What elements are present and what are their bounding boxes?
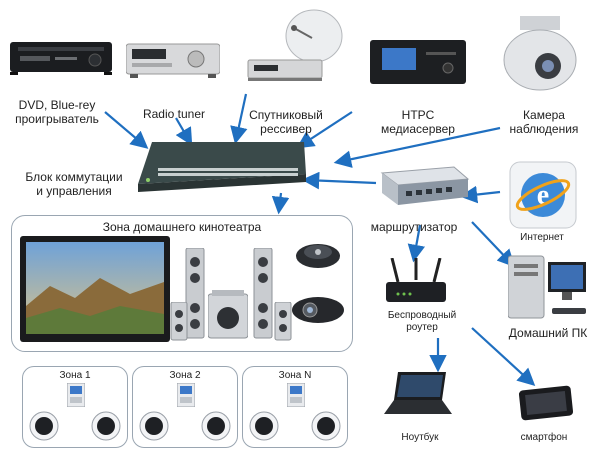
- zone-2-title: Зона 2: [169, 370, 201, 381]
- conference-speaker-icon: [294, 236, 344, 272]
- laptop-label: Ноутбук: [401, 432, 439, 443]
- camera-label: Камера наблюдения: [509, 108, 579, 136]
- internet-label: Интернет: [520, 232, 564, 243]
- ceiling-speaker-right-icon: [311, 411, 341, 441]
- dvd-label: DVD, Blue-rey проигрыватель: [15, 98, 99, 126]
- speaker-tower-left-icon: [184, 248, 206, 340]
- wall-panel-icon: [287, 383, 305, 407]
- home-theater-zone: Зона домашнего кинотеатра: [11, 215, 353, 352]
- satellite-label: Спутниковый рессивер: [249, 108, 323, 136]
- dvd-player-icon: [10, 38, 112, 76]
- arrow-wifi-phone: [471, 327, 536, 386]
- htpc-label: HTPC медиасервер: [381, 108, 455, 136]
- pc-icon: [508, 254, 588, 322]
- ceiling-speaker-right-icon: [91, 411, 121, 441]
- pc-label: Домашний ПК: [508, 326, 588, 340]
- arrow-camera-switch: [333, 126, 501, 168]
- htpc-server-icon: [370, 38, 466, 88]
- ceiling-speaker-left-icon: [249, 411, 279, 441]
- arrow-internet-router: [459, 185, 501, 204]
- arrow-router-wifi: [407, 224, 426, 263]
- satellite-receiver-icon: [244, 4, 344, 84]
- camera-icon: [492, 14, 582, 96]
- zone-1-title: Зона 1: [59, 370, 91, 381]
- arrow-switch-theater: [271, 192, 290, 215]
- speaker-tower-right-icon: [252, 248, 274, 340]
- ceiling-speaker-left-icon: [139, 411, 169, 441]
- ceiling-speaker-right-icon: [201, 411, 231, 441]
- wifi-label: Беспроводный роутер: [387, 310, 457, 333]
- switch-icon: [138, 140, 308, 195]
- projector-icon: [290, 290, 346, 326]
- zone-n: Зона N: [242, 366, 348, 448]
- subwoofer-icon: [208, 290, 248, 340]
- arrow-router-switch: [301, 171, 377, 190]
- radio-tuner-icon: [126, 40, 220, 80]
- speaker-small-left-icon: [170, 302, 188, 342]
- wall-panel-icon: [177, 383, 195, 407]
- radio-label: Radio tuner: [142, 107, 206, 121]
- arrow-router-pc: [471, 221, 516, 268]
- arrow-htpc-switch: [296, 111, 353, 149]
- arrow-radio-switch: [175, 117, 193, 146]
- zone-2: Зона 2: [132, 366, 238, 448]
- arrow-dvd-switch: [104, 111, 149, 149]
- zone-n-title: Зона N: [278, 370, 312, 381]
- smartphone-icon: [518, 384, 574, 424]
- laptop-icon: [384, 370, 454, 418]
- wifi-router-icon: [384, 258, 448, 308]
- ceiling-speaker-left-icon: [29, 411, 59, 441]
- smartphone-label: смартфон: [520, 432, 568, 443]
- zone-1: Зона 1: [22, 366, 128, 448]
- tv-icon: [20, 236, 170, 342]
- wall-panel-icon: [67, 383, 85, 407]
- home-theater-title: Зона домашнего кинотеатра: [102, 220, 262, 234]
- speaker-small-right-icon: [274, 302, 292, 342]
- arrow-satellite-switch: [230, 93, 248, 145]
- switch-label: Блок коммутации и управления: [25, 170, 123, 198]
- router-icon: [378, 165, 470, 211]
- router-label: маршрутизатор: [370, 220, 458, 234]
- internet-icon: e: [508, 160, 578, 230]
